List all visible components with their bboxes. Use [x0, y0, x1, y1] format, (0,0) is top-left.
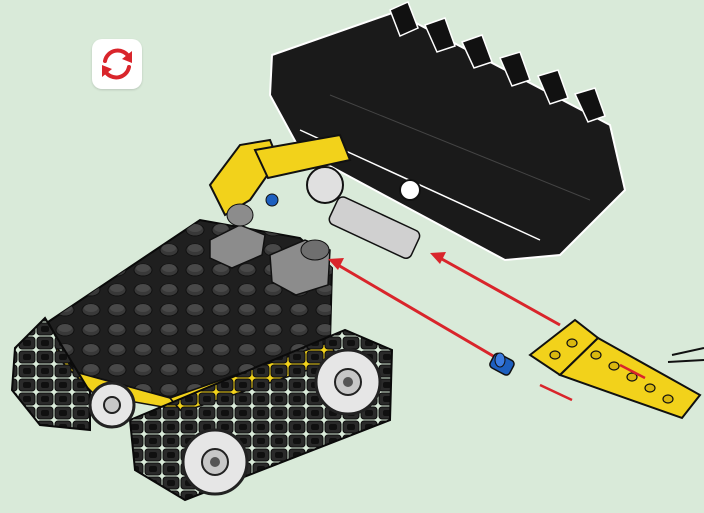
l-beam: [530, 320, 700, 418]
tracked-chassis: [12, 204, 392, 500]
track-wheel: [90, 383, 134, 427]
insert-arrow-head: [430, 252, 446, 264]
insert-arrow: [440, 258, 560, 325]
callout-pointer: [668, 348, 704, 362]
excavator-bucket: [270, 2, 625, 260]
track-wheel: [183, 430, 247, 494]
track-wheel: [316, 350, 380, 414]
